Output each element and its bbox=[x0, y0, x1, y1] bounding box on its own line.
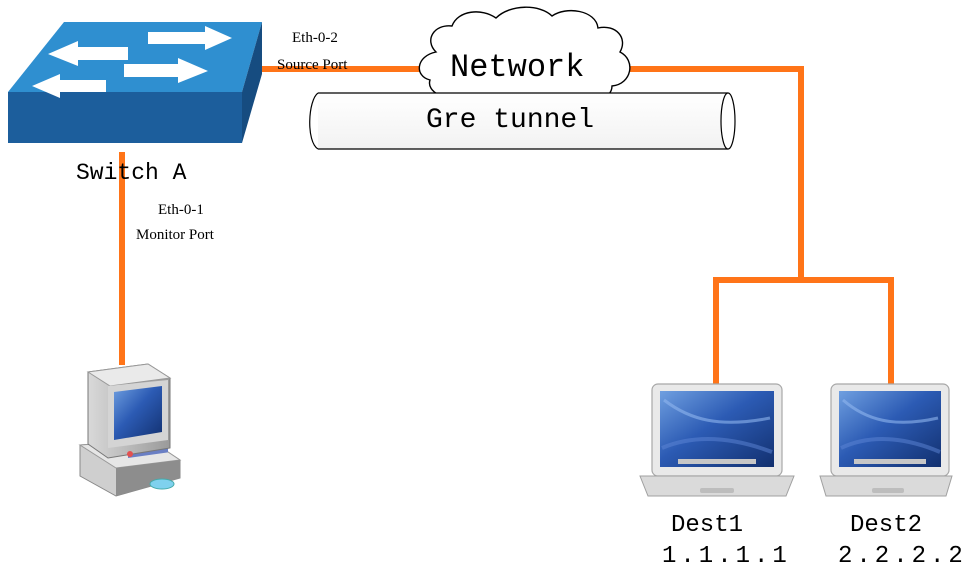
monitor-port-role: Monitor Port bbox=[136, 227, 214, 243]
link-branch-dest1 bbox=[713, 277, 801, 388]
monitor-pc-icon bbox=[78, 363, 182, 497]
dest1-laptop-icon bbox=[639, 383, 795, 497]
tunnel-label: Gre tunnel bbox=[426, 105, 595, 136]
link-branch-dest2 bbox=[801, 277, 894, 388]
links bbox=[119, 66, 894, 388]
source-port-role: Source Port bbox=[277, 57, 348, 73]
gre-tunnel-icon bbox=[309, 92, 736, 150]
source-port-name: Eth-0-2 bbox=[292, 30, 338, 46]
link-network-to-dests bbox=[626, 66, 804, 280]
dest2-name-label: Dest2 bbox=[850, 512, 923, 539]
dest1-name-label: Dest1 bbox=[671, 512, 744, 539]
monitor-port-name: Eth-0-1 bbox=[158, 202, 204, 218]
dest2-laptop-icon bbox=[819, 383, 953, 497]
switch-icon bbox=[8, 22, 262, 143]
dest2-ip-label: 2.2.2.2 bbox=[838, 543, 967, 570]
switch-name-label: Switch A bbox=[76, 160, 187, 186]
network-label: Network bbox=[450, 49, 585, 86]
dest1-ip-label: 1.1.1.1 bbox=[662, 543, 791, 570]
